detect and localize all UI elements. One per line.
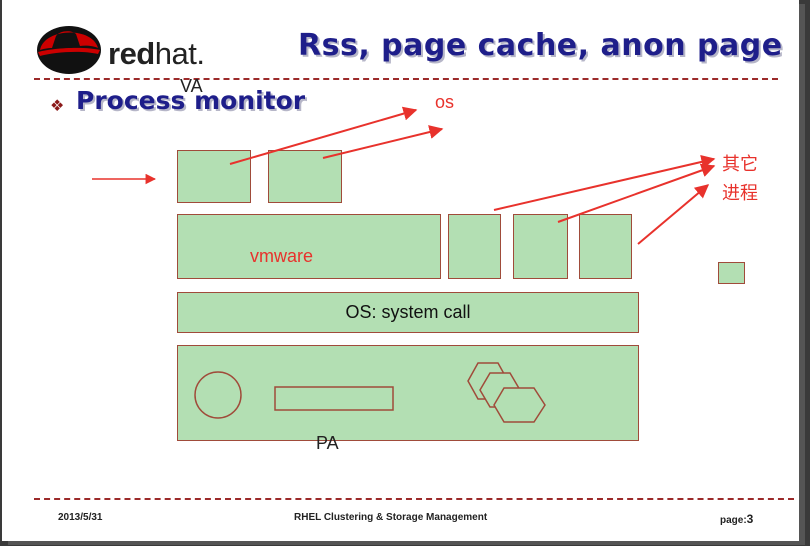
- logo-hat: [40, 31, 98, 50]
- footer-divider: [34, 498, 794, 500]
- pa-rect-shape: [274, 386, 394, 411]
- footer-page-indicator: page:3: [720, 512, 753, 526]
- va-page-box-1: [177, 150, 251, 203]
- logo-wordmark-bold: red: [108, 36, 155, 71]
- pa-hexagon-shape-3: [493, 387, 546, 423]
- footer-course-title: RHEL Clustering & Storage Management: [294, 512, 488, 523]
- redhat-logo: [37, 26, 101, 74]
- vmware-box: vmware: [177, 214, 441, 279]
- small-process-box: [718, 262, 745, 284]
- os-syscall-bar: OS: system call: [177, 292, 639, 333]
- logo-wordmark: redhat.: [108, 36, 205, 72]
- slide-title: Rss, page cache, anon page: [298, 28, 783, 63]
- pa-label: PA: [316, 433, 339, 453]
- bullet-icon: ❖: [50, 96, 65, 115]
- footer-date: 2013/5/31: [58, 512, 103, 523]
- os-label: os: [435, 92, 455, 112]
- footer-page-number: 3: [746, 512, 754, 526]
- other-process-arrow-1: [493, 155, 716, 211]
- vmware-label: vmware: [250, 246, 314, 266]
- diagram-overlay: [92, 106, 716, 423]
- os-arrow-2: [322, 125, 444, 159]
- os-syscall-label: OS: system call: [345, 302, 471, 322]
- other-process-label-line1: 其它: [722, 154, 758, 174]
- process-box-2: [513, 214, 568, 279]
- section-heading: Process monitor: [76, 86, 306, 115]
- logo-wordmark-light: hat.: [154, 36, 205, 71]
- physical-memory-box: [177, 345, 639, 441]
- footer-page-prefix: page:: [720, 515, 747, 526]
- pa-circle-shape: [194, 371, 242, 419]
- va-label: VA: [180, 76, 203, 96]
- other-process-label-line2: 进程: [722, 183, 758, 203]
- logo-hat-band: [38, 47, 100, 56]
- va-page-box-2: [268, 150, 342, 203]
- other-process-arrow-2: [557, 163, 716, 223]
- header-divider: [34, 78, 778, 80]
- other-process-arrow-3: [637, 184, 710, 245]
- process-box-3: [579, 214, 632, 279]
- os-arrow-1: [229, 106, 418, 165]
- slide: redhat. Rss, page cache, anon page ❖ Pro…: [2, 0, 799, 541]
- process-box-1: [448, 214, 501, 279]
